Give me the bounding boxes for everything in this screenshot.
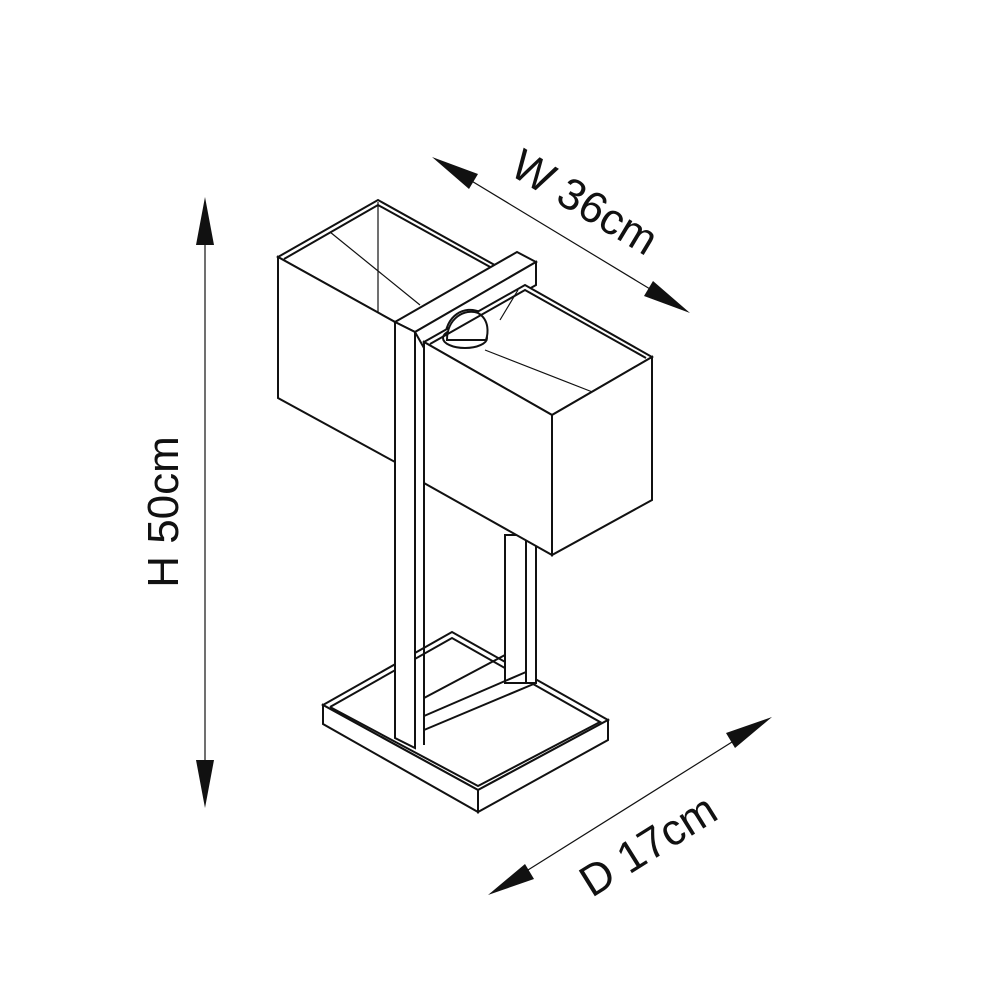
lamp-frame (392, 250, 539, 750)
arrow-left-icon (432, 157, 478, 189)
height-dimension: H 50cm (139, 197, 214, 808)
depth-arrow-line (519, 736, 741, 876)
height-label: H 50cm (139, 436, 188, 588)
depth-label: D 17cm (571, 785, 726, 907)
width-label: W 36cm (503, 140, 667, 265)
width-arrow-line (464, 176, 656, 293)
arrow-up-icon (196, 197, 214, 245)
lamp-base (320, 630, 611, 814)
arrow-left-down-icon (488, 864, 534, 895)
back-post (423, 534, 537, 731)
arrow-right-up-icon (726, 717, 772, 748)
right-shade (421, 283, 655, 557)
arrow-right-icon (644, 281, 690, 313)
arrow-down-icon (196, 760, 214, 808)
left-shade (275, 198, 503, 464)
lamp-illustration (275, 198, 655, 814)
